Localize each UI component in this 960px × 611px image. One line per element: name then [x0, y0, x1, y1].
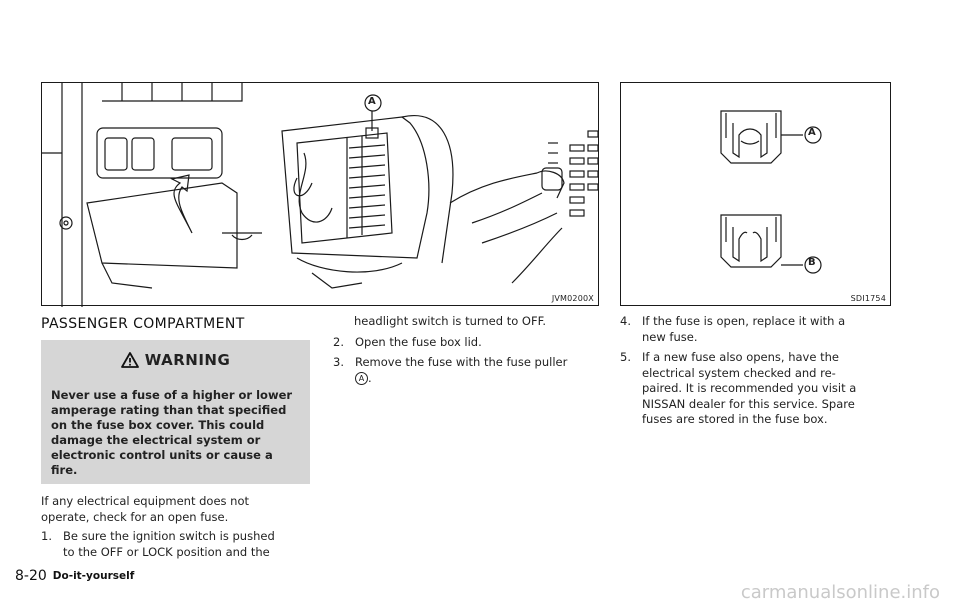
step-line: to the OFF or LOCK position and the [63, 544, 270, 559]
warning-line: electronic control units or cause a [51, 448, 273, 462]
figure-code: JVM0200X [551, 294, 594, 303]
step-line: Remove the fuse with the fuse puller [355, 355, 568, 369]
step-line: fuses are stored in the fuse box. [642, 412, 828, 426]
warning-line: damage the electrical system or [51, 433, 261, 447]
intro-line: operate, check for an open fuse. [41, 509, 229, 524]
step-number: 3. [333, 355, 344, 369]
step-text: If a new fuse also opens, have the elect… [642, 350, 891, 428]
section-heading: PASSENGER COMPARTMENT [41, 316, 245, 332]
warning-line: on the fuse box cover. This could [51, 418, 265, 432]
fuse-box-illustration [42, 83, 599, 307]
intro-paragraph: If any electrical equipment does not ope… [41, 494, 310, 525]
step-text: If the fuse is open, replace it with a n… [642, 314, 891, 345]
step-line: A. [355, 371, 599, 387]
step-number: 1. [41, 529, 52, 543]
warning-box: WARNING Never use a fuse of a higher or … [41, 340, 310, 484]
warning-text: Never use a fuse of a higher or lower am… [51, 388, 301, 478]
step-text: Be sure the ignition switch is pushed to… [63, 529, 310, 560]
callout-a-label: A [808, 127, 816, 138]
section-name: Do-it-yourself [52, 570, 135, 582]
step-number: 5. [620, 350, 631, 364]
step-end: . [368, 370, 372, 385]
fuse-box-location-figure: A JVM0200X [41, 82, 599, 307]
step-3: 3. Remove the fuse with the fuse puller … [333, 355, 599, 387]
step-text: Remove the fuse with the fuse puller A. [355, 355, 599, 386]
step-1-continued: headlight switch is turned to OFF. [354, 314, 599, 330]
page-number: 8-20 [15, 568, 47, 584]
step-line: NISSAN dealer for this service. Spare [642, 396, 855, 411]
warning-header: WARNING [41, 351, 310, 372]
step-1: 1. Be sure the ignition switch is pushed… [41, 529, 310, 561]
warning-line: fire. [51, 463, 78, 477]
step-line: If the fuse is open, replace it with a [642, 314, 846, 328]
fuse-illustration [720, 110, 822, 274]
step-text: Open the fuse box lid. [355, 335, 482, 349]
step-line: electrical system checked and re- [642, 365, 836, 380]
step-line: If a new fuse also opens, have the [642, 350, 839, 364]
warning-title: WARNING [144, 351, 231, 369]
figure-code: SDI1754 [850, 294, 886, 303]
step-line: headlight switch is turned to OFF. [354, 314, 546, 328]
step-line: Be sure the ignition switch is pushed [63, 529, 275, 543]
step-line: paired. It is recommended you visit a [642, 381, 857, 395]
warning-triangle-icon [120, 352, 139, 372]
warning-line: amperage rating than that specified [51, 403, 287, 417]
page-footer: 8-20 Do-it-yourself [15, 568, 134, 584]
intro-line: If any electrical equipment does not [41, 494, 249, 508]
step-4: 4. If the fuse is open, replace it with … [620, 314, 891, 346]
step-line: new fuse. [642, 329, 698, 344]
step-5: 5. If a new fuse also opens, have the el… [620, 350, 891, 430]
step-2: 2. Open the fuse box lid. [333, 335, 599, 351]
step-number: 2. [333, 335, 344, 349]
watermark[interactable]: carmanualsonline.info [740, 582, 940, 603]
warning-line: Never use a fuse of a higher or lower [51, 388, 293, 402]
callout-a-marker: A [355, 371, 368, 385]
fuse-comparison-figure: A B SDI1754 [620, 82, 891, 306]
step-number: 4. [620, 314, 631, 328]
callout-a-label: A [368, 96, 376, 107]
callout-b-label: B [808, 257, 816, 268]
